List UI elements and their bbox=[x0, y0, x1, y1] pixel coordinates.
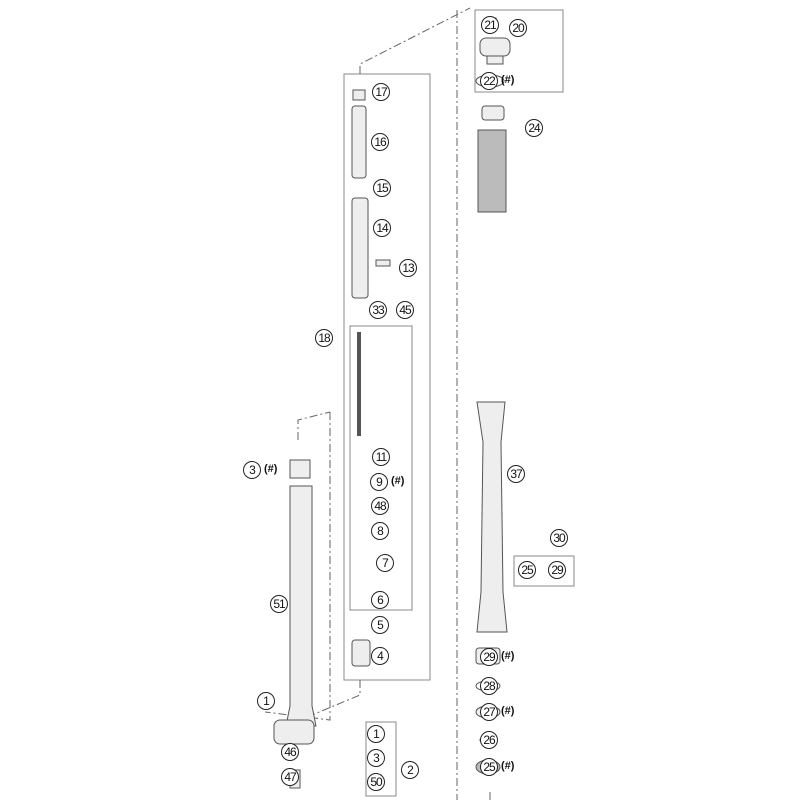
subkit-frame bbox=[513, 555, 575, 587]
part-17 bbox=[352, 89, 366, 101]
callout-33[interactable]: 33 bbox=[369, 301, 387, 319]
callout-48[interactable]: 48 bbox=[371, 497, 389, 515]
callout-29[interactable]: 29 bbox=[480, 648, 498, 666]
callout-24[interactable]: 24 bbox=[525, 119, 543, 137]
outer-tube bbox=[476, 401, 508, 633]
damper-rod-frame bbox=[349, 325, 413, 611]
callout-30[interactable]: 30 bbox=[550, 529, 568, 547]
callout-21[interactable]: 21 bbox=[481, 16, 499, 34]
fork-cap bbox=[475, 17, 511, 88]
inner-cartridge-frame bbox=[343, 73, 431, 681]
callout-46[interactable]: 46 bbox=[281, 743, 299, 761]
callout-17[interactable]: 17 bbox=[372, 83, 390, 101]
replacement-note-mark: (#) bbox=[391, 475, 405, 487]
callout-3[interactable]: 3 bbox=[243, 461, 261, 479]
fork-cap-frame bbox=[474, 9, 564, 93]
replacement-note-mark: (#) bbox=[501, 74, 515, 86]
replacement-note-mark: (#) bbox=[501, 650, 515, 662]
callout-1[interactable]: 1 bbox=[257, 692, 275, 710]
bushing bbox=[289, 459, 311, 479]
part-4 bbox=[351, 639, 371, 667]
callout-47[interactable]: 47 bbox=[281, 768, 299, 786]
callout-5[interactable]: 5 bbox=[371, 616, 389, 634]
callout-13[interactable]: 13 bbox=[399, 259, 417, 277]
callout-1[interactable]: 1 bbox=[367, 725, 385, 743]
callout-18[interactable]: 18 bbox=[315, 329, 333, 347]
replacement-note-mark: (#) bbox=[501, 760, 515, 772]
replacement-note-mark: (#) bbox=[501, 705, 515, 717]
callout-25[interactable]: 25 bbox=[518, 561, 536, 579]
callout-26[interactable]: 26 bbox=[480, 731, 498, 749]
callout-3[interactable]: 3 bbox=[367, 749, 385, 767]
replacement-note-mark: (#) bbox=[264, 463, 278, 475]
callout-27[interactable]: 27 bbox=[480, 703, 498, 721]
callout-45[interactable]: 45 bbox=[396, 301, 414, 319]
callout-8[interactable]: 8 bbox=[371, 522, 389, 540]
callout-25[interactable]: 25 bbox=[480, 758, 498, 776]
callout-2[interactable]: 2 bbox=[401, 761, 419, 779]
callout-14[interactable]: 14 bbox=[373, 219, 391, 237]
spring bbox=[477, 105, 507, 213]
callout-15[interactable]: 15 bbox=[373, 179, 391, 197]
part-16 bbox=[351, 105, 367, 179]
callout-29[interactable]: 29 bbox=[548, 561, 566, 579]
callout-16[interactable]: 16 bbox=[371, 133, 389, 151]
callout-20[interactable]: 20 bbox=[509, 19, 527, 37]
callout-22[interactable]: 22 bbox=[480, 72, 498, 90]
callout-11[interactable]: 11 bbox=[372, 448, 390, 466]
axle-clamp bbox=[273, 719, 315, 745]
assembly-lines bbox=[264, 7, 491, 800]
callout-7[interactable]: 7 bbox=[376, 554, 394, 572]
callout-9[interactable]: 9 bbox=[370, 473, 388, 491]
kit-frame bbox=[365, 721, 397, 797]
callout-4[interactable]: 4 bbox=[371, 647, 389, 665]
callout-28[interactable]: 28 bbox=[480, 677, 498, 695]
callout-37[interactable]: 37 bbox=[507, 465, 525, 483]
inner-tube bbox=[285, 485, 317, 727]
callout-6[interactable]: 6 bbox=[371, 591, 389, 609]
callout-51[interactable]: 51 bbox=[270, 595, 288, 613]
part-14 bbox=[351, 197, 369, 299]
callout-50[interactable]: 50 bbox=[367, 773, 385, 791]
part-13 bbox=[375, 259, 391, 267]
